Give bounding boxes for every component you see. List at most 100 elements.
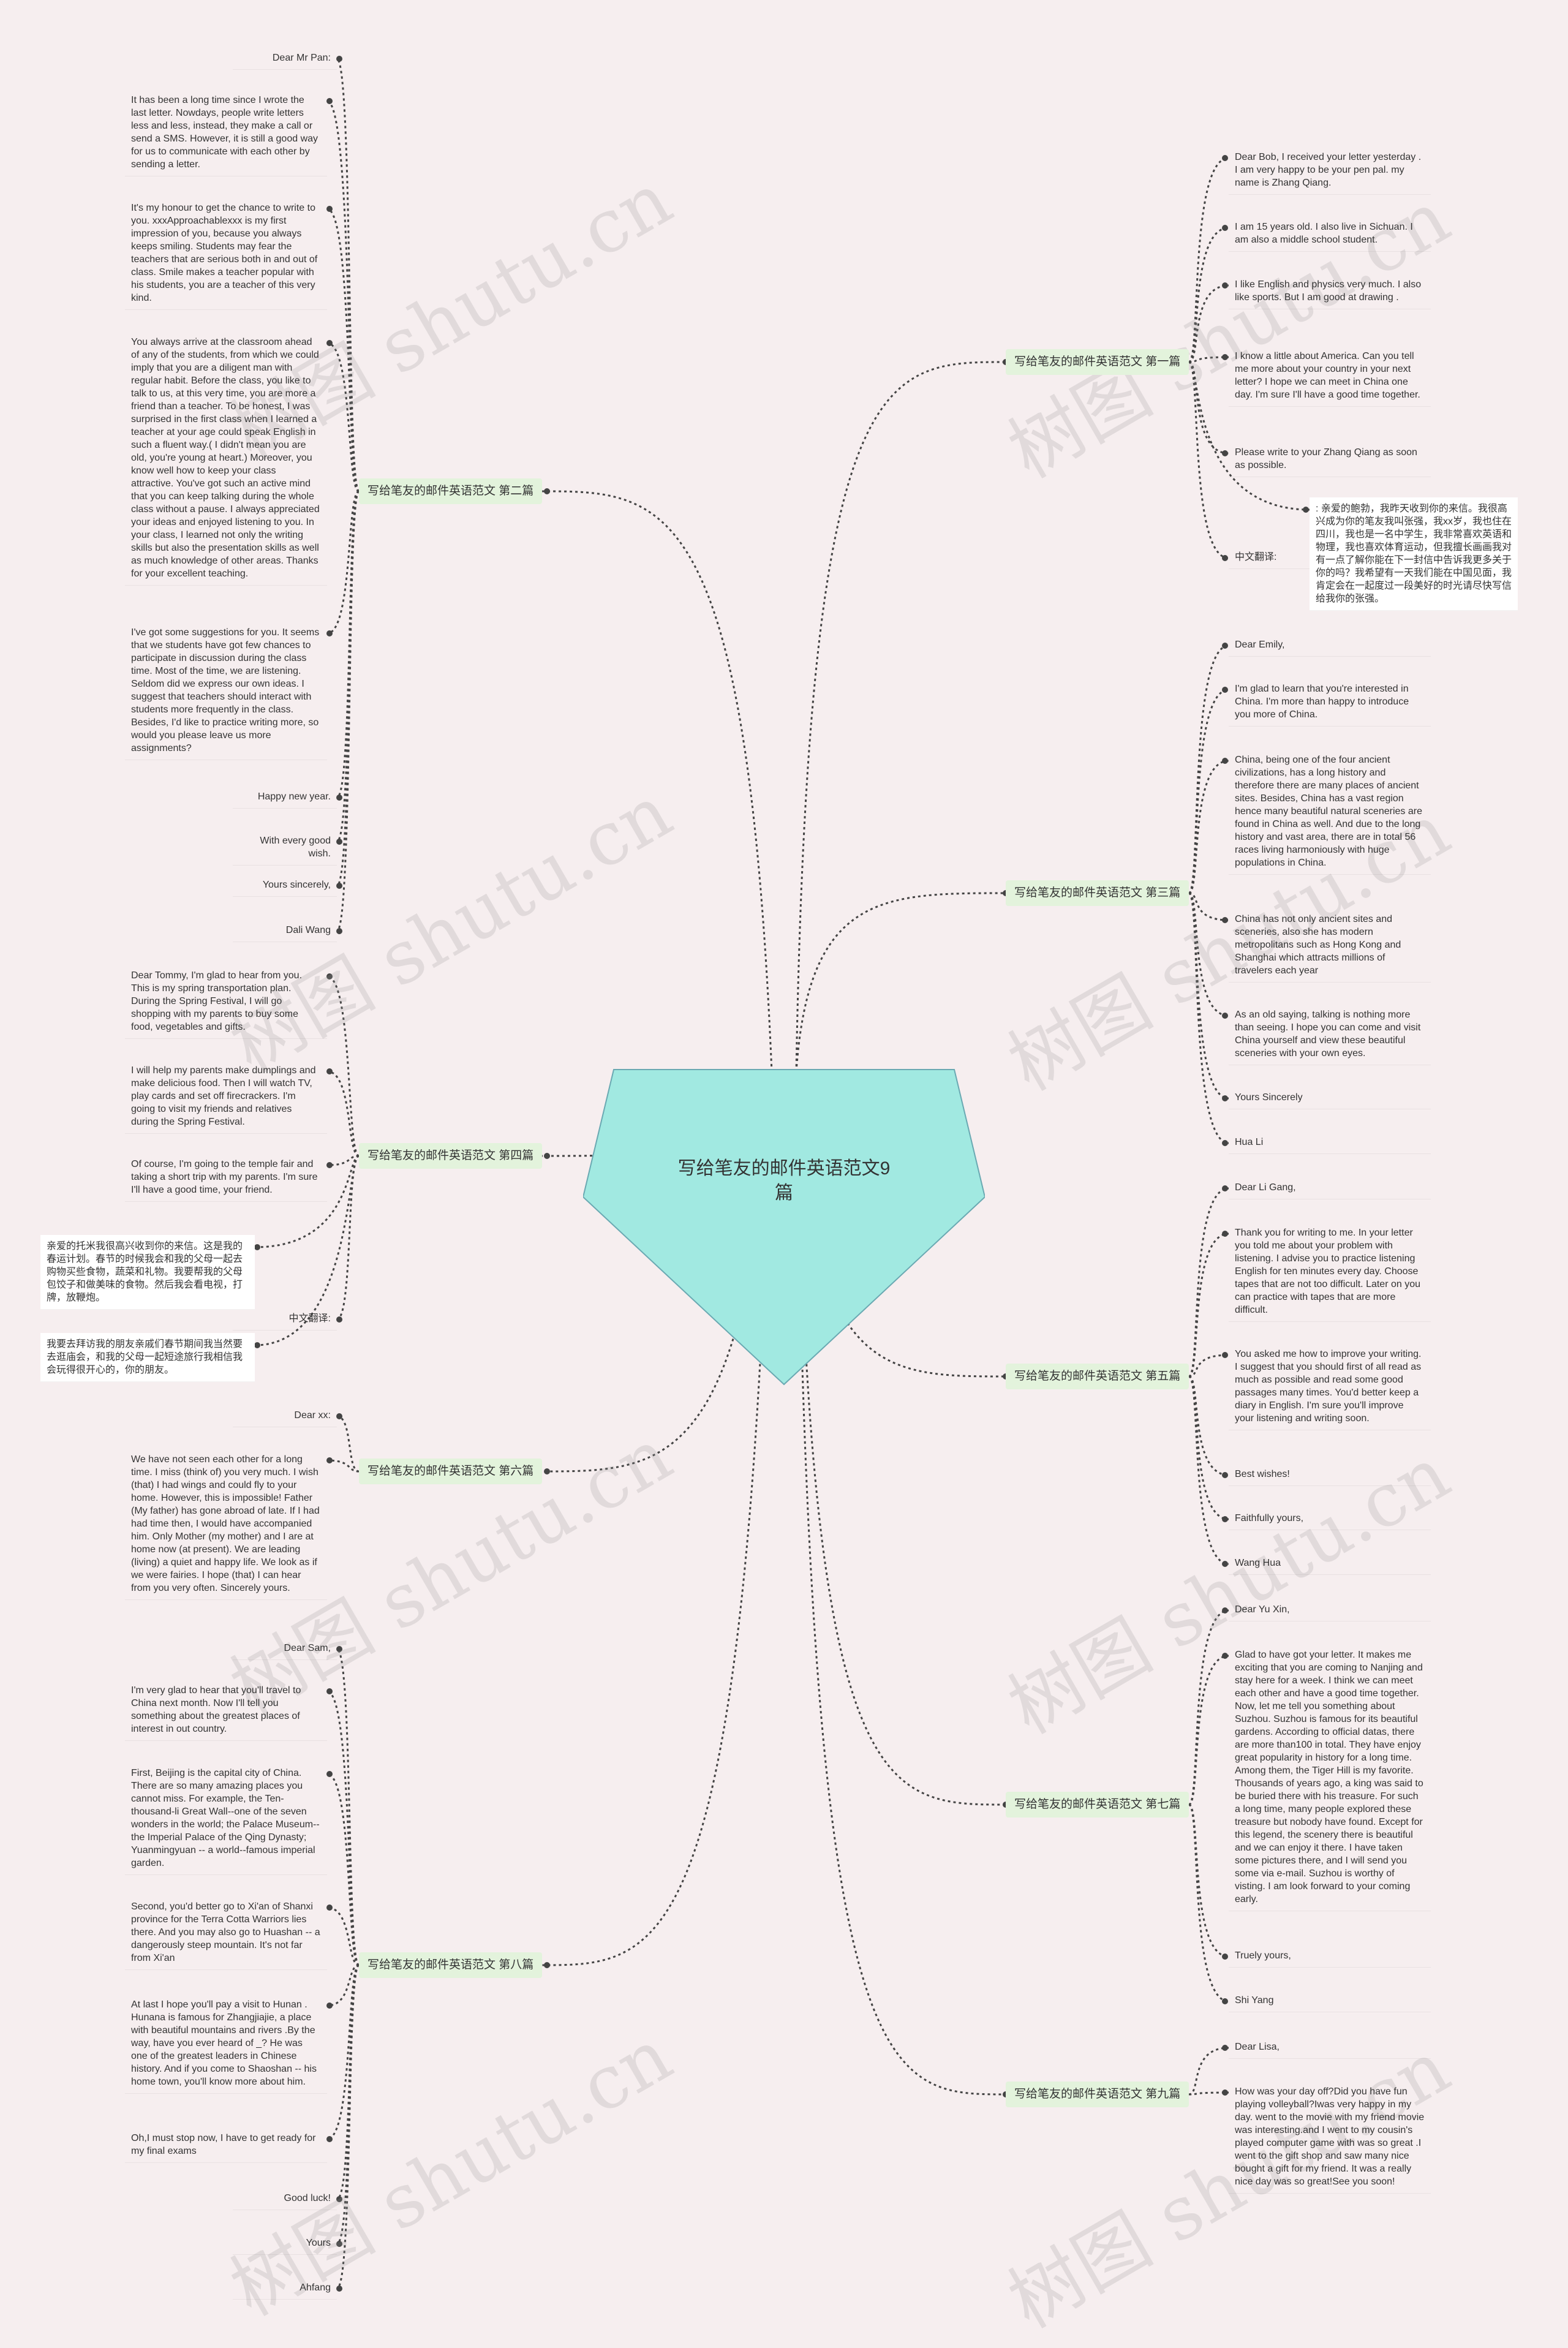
connector-dot (326, 340, 333, 346)
connector (1188, 892, 1229, 1100)
connector-dot (1222, 1653, 1228, 1659)
branch-letter-6[interactable]: 写给笔友的邮件英语范文 第六篇 (359, 1459, 543, 1484)
connector-dot (336, 2241, 342, 2247)
leaf-b8-8: Ahfang (233, 2276, 337, 2300)
connector-dot (254, 1342, 260, 1348)
leaf-b2-8: Dali Wang (233, 919, 337, 942)
connector-dot (326, 1771, 333, 1777)
branch-letter-4[interactable]: 写给笔友的邮件英语范文 第四篇 (359, 1143, 543, 1169)
connector-dot (1222, 1561, 1228, 1567)
connector-dot (544, 488, 550, 494)
leaf-b7-3: Shi Yang (1229, 1989, 1431, 2012)
leaf-b2-0: Dear Mr Pan: (233, 47, 337, 70)
leaf-b2-7: Yours sincerely, (233, 874, 337, 897)
branch-letter-2[interactable]: 写给笔友的邮件英语范文 第二篇 (359, 478, 543, 504)
connector (1188, 356, 1229, 363)
leaf-b1-2: I like English and physics very much. I … (1229, 273, 1431, 309)
connector-dot (336, 928, 342, 934)
connector-dot (1222, 1954, 1228, 1960)
connector (254, 1155, 360, 1346)
leaf-b5-4: Faithfully yours, (1229, 1507, 1431, 1530)
connector-dot (1222, 1185, 1228, 1191)
connector-dot (336, 2286, 342, 2292)
connector-dot (336, 839, 342, 845)
connector (336, 1964, 360, 2245)
branch-letter-8[interactable]: 写给笔友的邮件英语范文 第八篇 (359, 1952, 543, 1978)
connector (541, 1071, 773, 1157)
connector-dot (1222, 758, 1228, 764)
connector (1188, 2091, 1229, 2096)
connector (326, 975, 360, 1157)
connector-dot (1222, 1352, 1228, 1358)
connector (326, 100, 360, 493)
leaf-b1-cn-label: 中文翻译: (1229, 546, 1333, 569)
connector-dot (1222, 1231, 1228, 1237)
leaf-b9-0: Dear Lisa, (1229, 2036, 1431, 2059)
leaf-b2-1: It has been a long time since I wrote th… (125, 89, 327, 176)
connector-dot (336, 1646, 342, 1652)
leaf-b7-1: Glad to have got your letter. It makes m… (1229, 1644, 1431, 1911)
leaf-b4-cn-label: 中文翻译: (233, 1307, 337, 1331)
connector (336, 490, 360, 932)
connector-dot (1222, 1607, 1228, 1614)
leaf-b2-6: With every good wish. (233, 829, 337, 866)
connector-dot (336, 883, 342, 889)
central-topic-title: 写给笔友的邮件英语范文9篇 (677, 1158, 891, 1203)
branch-letter-3[interactable]: 写给笔友的邮件英语范文 第三篇 (1006, 880, 1189, 906)
connector (1188, 284, 1229, 363)
connector-dot (326, 973, 333, 980)
leaf-b6-0: Dear xx: (233, 1404, 337, 1427)
connector-dot (336, 2196, 342, 2202)
connector (1188, 1375, 1229, 1520)
connector (541, 490, 773, 1073)
connector (336, 58, 360, 493)
connector (254, 1155, 360, 1248)
leaf-b7-0: Dear Yu Xin, (1229, 1598, 1431, 1621)
connector (1188, 1375, 1229, 1476)
branch-letter-7[interactable]: 写给笔友的邮件英语范文 第七篇 (1006, 1792, 1189, 1818)
connector (1188, 1609, 1229, 1806)
leaf-b5-3: Best wishes! (1229, 1463, 1431, 1486)
connector (1188, 2047, 1229, 2096)
connector-dot (326, 206, 333, 212)
leaf-b4-1: I will help my parents make dumplings an… (125, 1059, 327, 1134)
connector (336, 490, 360, 887)
connector (1188, 157, 1229, 363)
connector-dot (1222, 450, 1228, 456)
connector (1188, 361, 1229, 559)
connector-dot (326, 1688, 333, 1694)
leaf-b3-2: China, being one of the four ancient civ… (1229, 749, 1431, 875)
leaf-b3-1: I'm glad to learn that you're interested… (1229, 678, 1431, 727)
branch-letter-9[interactable]: 写给笔友的邮件英语范文 第九篇 (1006, 2082, 1189, 2107)
connector (1188, 1375, 1229, 1565)
connector-dot (1222, 643, 1228, 649)
connector (336, 1964, 360, 2290)
connector (1188, 1803, 1229, 1958)
leaf-b5-2: You asked me how to improve your writing… (1229, 1343, 1431, 1430)
connector (326, 1773, 360, 1966)
connector-dot (1222, 1013, 1228, 1019)
leaf-b3-5: Yours Sincerely (1229, 1086, 1431, 1109)
connector (1188, 892, 1229, 921)
branch-letter-1[interactable]: 写给笔友的邮件英语范文 第一篇 (1006, 349, 1189, 375)
connector-dot (336, 795, 342, 801)
central-topic[interactable]: 写给笔友的邮件英语范文9篇 (583, 1067, 985, 1386)
leaf-b4-cn-0: 亲爱的托米我很高兴收到你的来信。这是我的春运计划。春节的时候我会和我的父母一起去… (40, 1235, 255, 1310)
connector (326, 1964, 360, 2140)
connector-dot (1222, 225, 1228, 231)
connector (795, 361, 1006, 1073)
leaf-b8-7: Yours (233, 2232, 337, 2255)
leaf-b3-3: China has not only ancient sites and sce… (1229, 908, 1431, 983)
connector-dot (1222, 687, 1228, 693)
connector-dot (1222, 1998, 1228, 2004)
connector-dot (544, 1962, 550, 1968)
connector-dot (1222, 2089, 1228, 2096)
connector-dot (326, 2136, 333, 2142)
connector-dot (326, 98, 333, 104)
branch-letter-5[interactable]: 写给笔友的邮件英语范文 第五篇 (1006, 1364, 1189, 1389)
connector (1188, 689, 1229, 894)
connector (1188, 227, 1229, 363)
leaf-b8-0: Dear Sam, (233, 1637, 337, 1660)
leaf-b2-3: You always arrive at the classroom ahead… (125, 331, 327, 586)
